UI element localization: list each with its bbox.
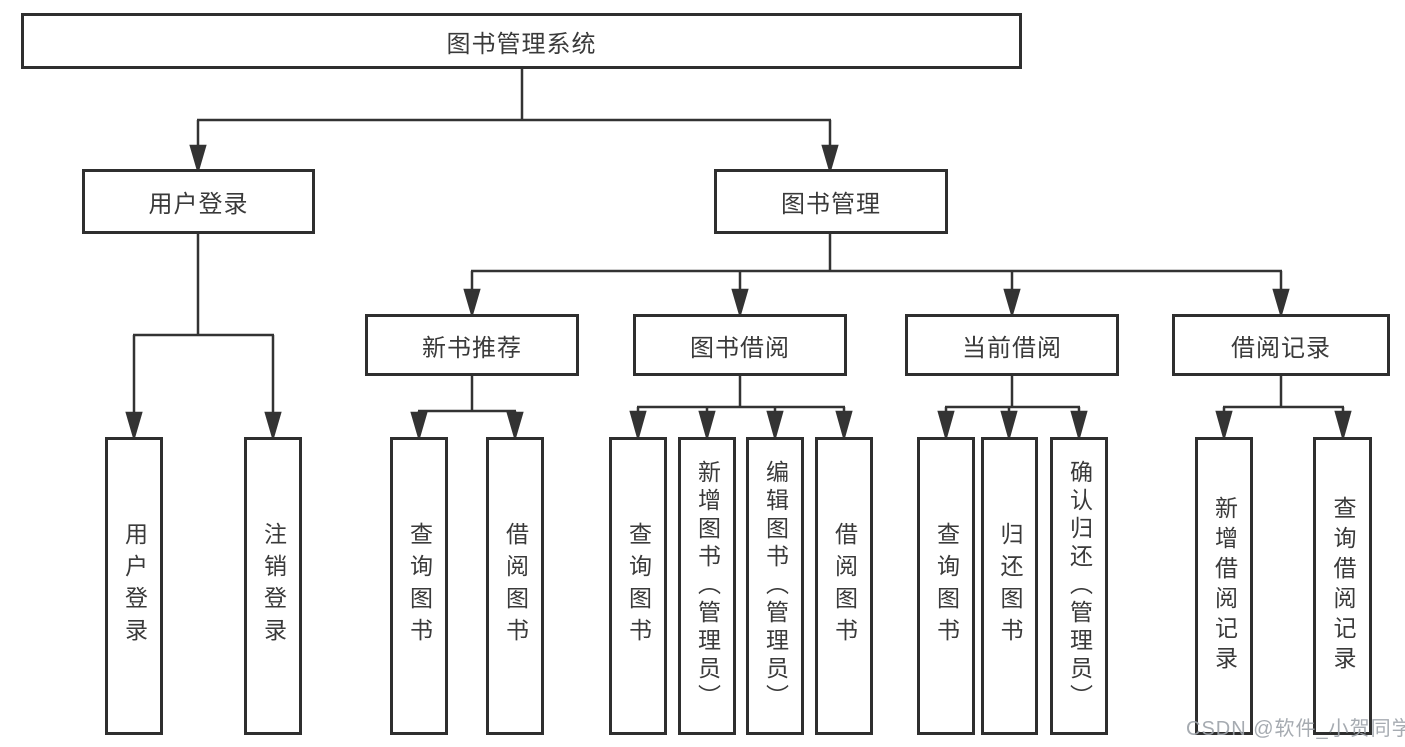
leaf-borrow-add-books-admin: 新增图书（管理员） (678, 437, 736, 735)
leaf-user-login: 用户登录 (105, 437, 163, 735)
leaf-current-query-books: 查询图书 (917, 437, 975, 735)
leaf-records-add-record: 新增借阅记录 (1195, 437, 1253, 735)
leaf-borrow-borrow-books: 借阅图书 (815, 437, 873, 735)
leaf-borrow-add-books-admin-label: 新增图书（管理员） (694, 460, 721, 712)
node-borrow-records-label: 借阅记录 (1231, 334, 1331, 362)
node-book-borrow-label: 图书借阅 (690, 334, 790, 362)
node-user-login-label: 用户登录 (148, 191, 249, 218)
node-book-borrow: 图书借阅 (633, 314, 847, 376)
leaf-records-add-record-label: 新增借阅记录 (1211, 496, 1238, 676)
leaf-recommend-borrow-books: 借阅图书 (486, 437, 544, 735)
leaf-recommend-query-books-label: 查询图书 (406, 522, 433, 650)
leaf-borrow-borrow-books-label: 借阅图书 (831, 522, 858, 650)
leaf-borrow-query-books: 查询图书 (609, 437, 667, 735)
leaf-user-login-label: 用户登录 (121, 522, 148, 650)
node-book-management: 图书管理 (714, 169, 948, 234)
leaf-current-return-books: 归还图书 (981, 437, 1038, 735)
node-user-login: 用户登录 (82, 169, 315, 234)
node-root-label: 图书管理系统 (446, 30, 597, 58)
node-current-borrow-label: 当前借阅 (962, 334, 1062, 362)
leaf-logout-label: 注销登录 (260, 522, 287, 650)
node-root: 图书管理系统 (21, 13, 1022, 69)
leaf-borrow-edit-books-admin-label: 编辑图书（管理员） (762, 460, 789, 712)
node-borrow-records: 借阅记录 (1172, 314, 1390, 376)
node-current-borrow: 当前借阅 (905, 314, 1119, 376)
leaf-logout: 注销登录 (244, 437, 302, 735)
leaf-recommend-borrow-books-label: 借阅图书 (502, 522, 529, 650)
leaf-borrow-query-books-label: 查询图书 (625, 522, 652, 650)
leaf-current-query-books-label: 查询图书 (933, 522, 960, 650)
leaf-current-confirm-return-admin: 确认归还（管理员） (1050, 437, 1108, 735)
leaf-current-return-books-label: 归还图书 (997, 522, 1023, 650)
leaf-borrow-edit-books-admin: 编辑图书（管理员） (746, 437, 804, 735)
csdn-watermark: CSDN @软件_小贺同学 (1186, 718, 1405, 740)
node-book-management-label: 图书管理 (781, 191, 881, 218)
leaf-recommend-query-books: 查询图书 (390, 437, 448, 735)
node-new-book-recommend-label: 新书推荐 (422, 334, 522, 362)
leaf-current-confirm-return-admin-label: 确认归还（管理员） (1066, 460, 1093, 712)
leaf-records-query-record: 查询借阅记录 (1313, 437, 1372, 735)
leaf-records-query-record-label: 查询借阅记录 (1330, 496, 1356, 676)
node-new-book-recommend: 新书推荐 (365, 314, 579, 376)
